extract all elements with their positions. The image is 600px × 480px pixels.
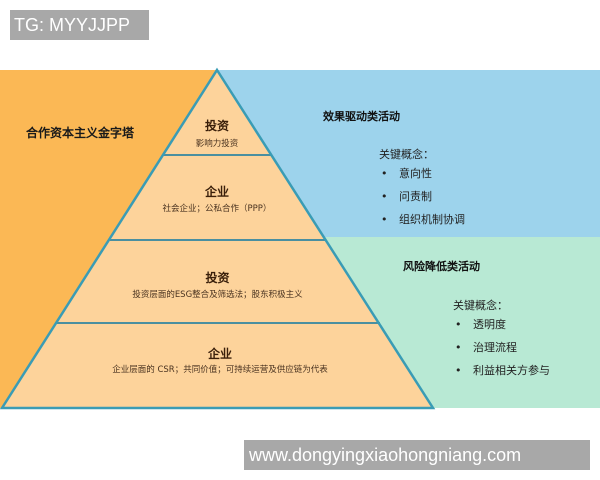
concept-text: 组织机制协调	[399, 213, 465, 226]
list-item: • 透明度	[453, 313, 550, 336]
left-panel-title: 合作资本主义金字塔	[26, 126, 135, 140]
right-top-blue-region	[217, 70, 600, 237]
list-item: • 利益相关方参与	[453, 359, 550, 382]
concept-text: 透明度	[473, 318, 506, 331]
right-bottom-mint-region	[325, 237, 600, 408]
list-item: • 治理流程	[453, 336, 550, 359]
pyramid-outline	[0, 67, 436, 410]
risk-reduction-concepts-label: 关键概念：	[453, 299, 508, 312]
risk-reduction-title: 风险降低类活动	[403, 260, 480, 273]
concept-text: 利益相关方参与	[473, 364, 550, 377]
tier-4-subtitle: 企业层面的 CSR；共同价值；可持续运营及供应链为代表	[112, 365, 328, 375]
bullet-icon: •	[381, 167, 388, 180]
bullet-icon: •	[455, 364, 462, 377]
list-item: • 问责制	[379, 185, 465, 208]
list-item: • 组织机制协调	[379, 208, 465, 231]
tier-1-subtitle: 影响力投资	[195, 139, 239, 149]
bullet-icon: •	[455, 341, 462, 354]
concept-text: 问责制	[399, 190, 432, 203]
risk-reduction-concepts-list: • 透明度 • 治理流程 • 利益相关方参与	[453, 313, 550, 382]
concept-text: 治理流程	[473, 341, 517, 354]
tier-4-title: 企业	[207, 347, 232, 361]
tier-3-subtitle: 投资层面的ESG整合及筛选法；股东积极主义	[132, 290, 303, 300]
tier-1-title: 投资	[204, 119, 229, 133]
bullet-icon: •	[381, 190, 388, 203]
tier-3-title: 投资	[205, 271, 230, 285]
bullet-icon: •	[455, 318, 462, 331]
effect-driven-title: 效果驱动类活动	[323, 110, 400, 123]
tier-2-subtitle: 社会企业；公私合作（PPP）	[162, 204, 272, 214]
list-item: • 意向性	[379, 162, 465, 185]
effect-driven-concepts-list: • 意向性 • 问责制 • 组织机制协调	[379, 162, 465, 231]
watermark-top: TG: MYYJJPP	[10, 10, 149, 40]
effect-driven-concepts-label: 关键概念：	[379, 148, 434, 161]
concept-text: 意向性	[399, 167, 432, 180]
tier-2-title: 企业	[204, 185, 229, 199]
watermark-bottom: www.dongyingxiaohongniang.com	[244, 440, 590, 470]
bullet-icon: •	[381, 213, 388, 226]
